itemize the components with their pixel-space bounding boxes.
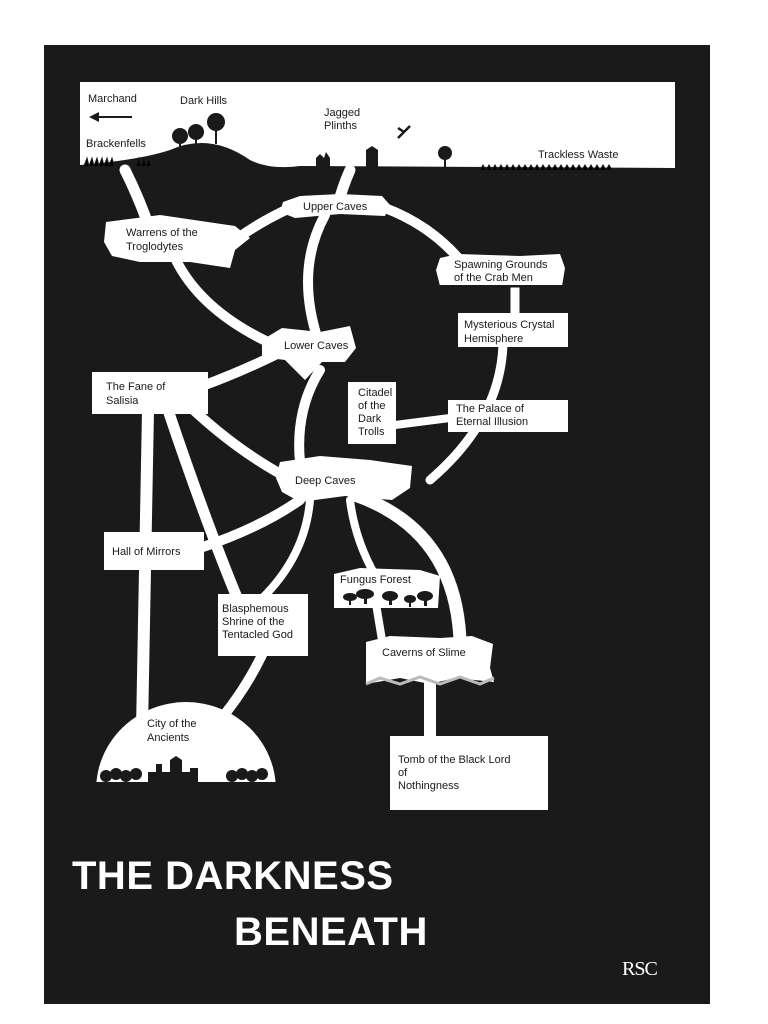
mushroom-icons (343, 589, 433, 607)
title-line-2: BENEATH (234, 910, 428, 954)
dark-hills-trees (172, 113, 452, 168)
label-lower-caves: Lower Caves (284, 340, 349, 352)
room-crystal-box (458, 313, 568, 347)
tunnel (162, 404, 244, 606)
title-line-1: THE DARKNESS (72, 854, 394, 898)
label-city: City of the Ancients (147, 718, 200, 744)
spawning-divider (436, 285, 566, 288)
surface-label-jagged-plinths: Jagged Plinths (324, 107, 363, 132)
room-shrine-box (218, 594, 308, 656)
label-citadel: Citadel of the Dark Trolls (358, 387, 395, 438)
label-fane: The Fane of Salisia (106, 381, 168, 407)
surface-label-dark-hills: Dark Hills (180, 95, 228, 107)
tunnel (215, 650, 267, 725)
surface-label-trackless-waste: Trackless Waste (538, 149, 618, 161)
label-crystal: Mysterious Crystal Hemisphere (464, 319, 558, 345)
tunnel (294, 365, 325, 467)
slime-drips (365, 675, 495, 686)
room-fane-box (92, 372, 208, 414)
tunnel (200, 350, 280, 390)
label-palace: The Palace of Eternal Illusion (456, 403, 528, 428)
chamber-warrens-shape (104, 215, 250, 268)
hill-silhouette (80, 142, 675, 172)
tunnel (380, 203, 465, 265)
chamber-slime-shape (366, 636, 494, 684)
room-citadel-box (348, 382, 396, 444)
chamber-lower-caves-shape (262, 326, 356, 380)
grass-tufts (83, 156, 613, 171)
surface-label-marchand: Marchand (88, 93, 137, 105)
label-slime: Caverns of Slime (382, 647, 466, 659)
room-palace-box (448, 400, 568, 432)
chamber-deep-caves-shape (276, 456, 412, 502)
label-fungus: Fungus Forest (340, 574, 411, 586)
room-hall-box (104, 532, 204, 570)
tunnel (170, 253, 275, 348)
arrow-left-icon (89, 112, 132, 122)
bird-icon (397, 125, 411, 139)
signature-logo: RSC (622, 958, 658, 980)
jagged-plinths (316, 146, 378, 168)
room-tomb-box (390, 736, 548, 810)
city-skyline (96, 756, 276, 790)
chamber-city-dome (96, 702, 276, 790)
label-upper-caves: Upper Caves (303, 201, 368, 213)
tunnel (391, 414, 454, 429)
chamber-spawning-shape (436, 254, 565, 286)
surface-label-brackenfells: Brackenfells (86, 138, 146, 150)
tunnel (348, 488, 467, 647)
tunnel (303, 210, 330, 345)
label-tomb: Tomb of the Black Lord of Nothingness (398, 754, 514, 792)
label-warrens: Warrens of the Troglodytes (126, 227, 201, 253)
label-deep-caves: Deep Caves (295, 475, 356, 487)
label-spawning: Spawning Grounds of the Crab Men (454, 259, 551, 284)
label-hall: Hall of Mirrors (112, 546, 181, 558)
tunnel (346, 496, 379, 579)
label-shrine: Blasphemous Shrine of the Tentacled God (222, 603, 293, 641)
chamber-upper-caves-shape (280, 194, 390, 218)
